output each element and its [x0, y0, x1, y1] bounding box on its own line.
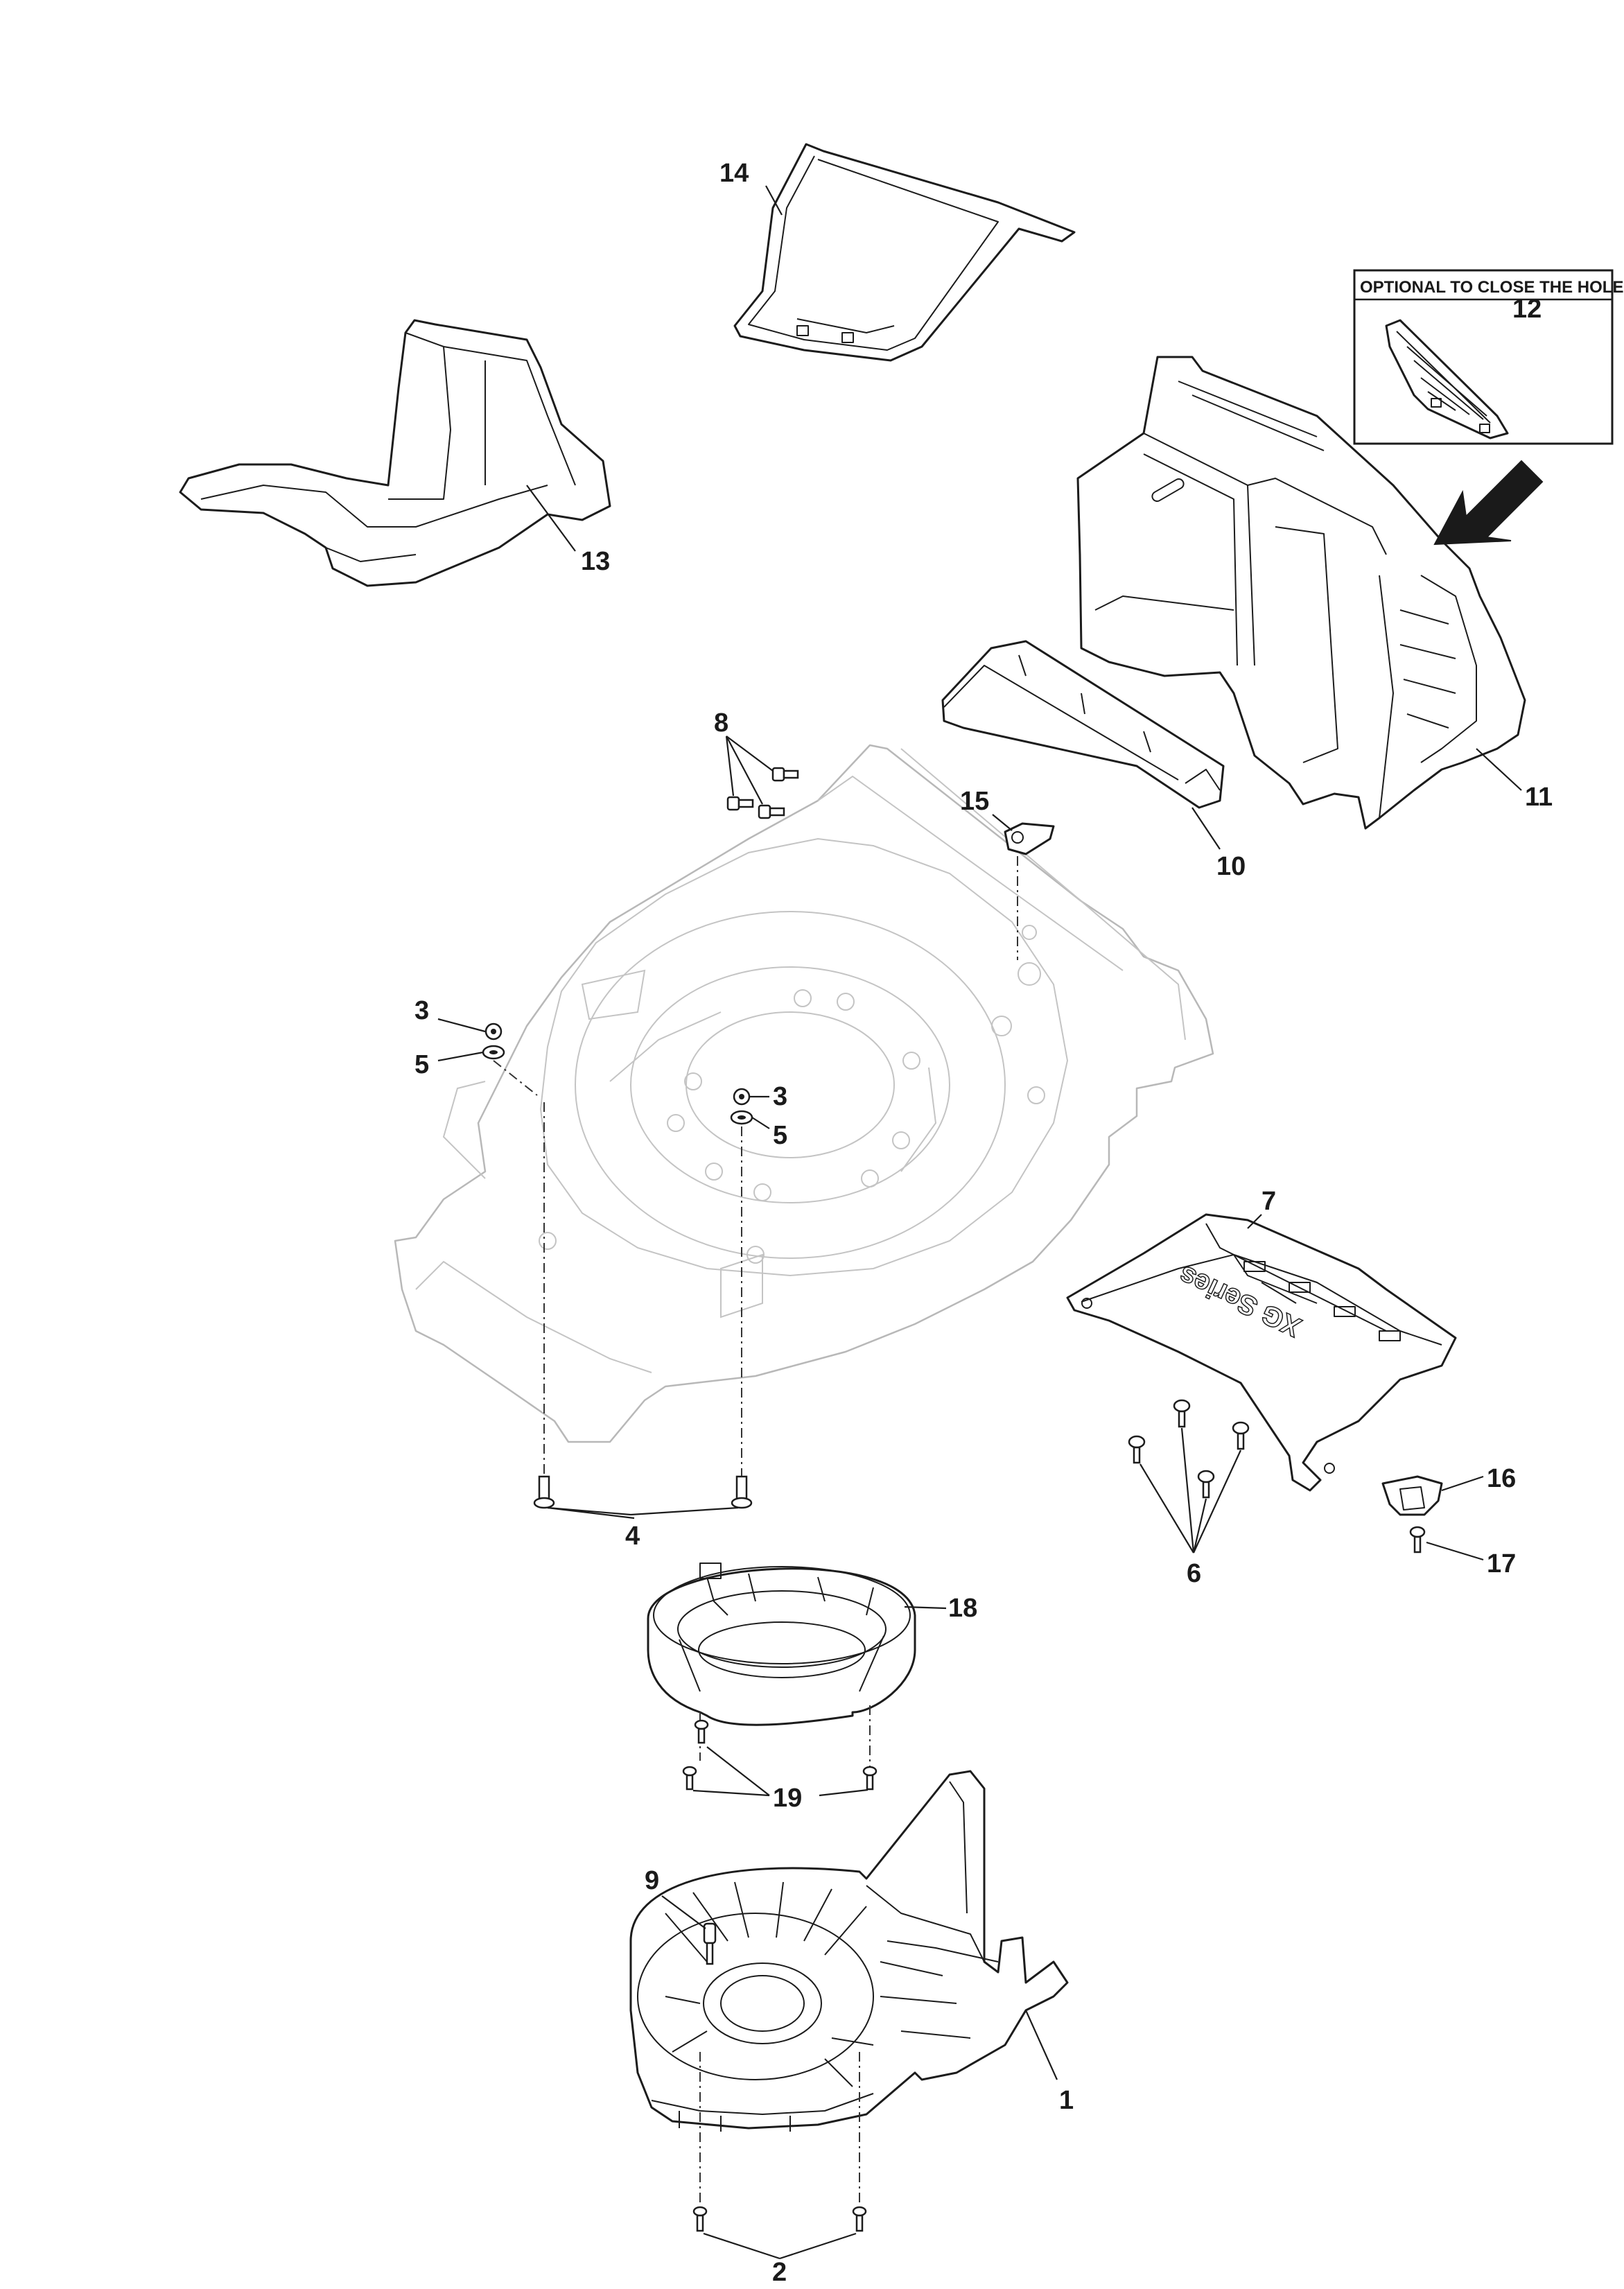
leader-17 [1426, 1541, 1484, 1561]
callout-7: 7 [1261, 1187, 1276, 1216]
callout-13: 13 [581, 547, 610, 576]
callout-12: 12 [1512, 295, 1542, 324]
leader-8c [726, 736, 763, 805]
nut-3-left [484, 1022, 503, 1041]
part-18-ring-housing [647, 1563, 916, 1726]
leader-16 [1441, 1475, 1484, 1492]
dash-left-upper [493, 1060, 538, 1096]
note-title: OPTIONAL TO CLOSE THE HOLE [1360, 278, 1623, 297]
screw-2b [852, 2206, 867, 2232]
screw-19a [694, 1719, 709, 1744]
part-15-clip [1004, 822, 1055, 855]
leader-19c [819, 1788, 868, 1797]
optional-note-box: OPTIONAL TO CLOSE THE HOLE 12 [1353, 269, 1623, 445]
leader-8a [726, 736, 774, 772]
callout-6: 6 [1187, 1559, 1201, 1588]
screw-6b [1128, 1435, 1146, 1464]
screw-6c [1232, 1421, 1250, 1450]
screw-6d [1197, 1470, 1215, 1499]
part-14-discharge-chute [733, 143, 1076, 362]
callout-17: 17 [1487, 1549, 1516, 1578]
callout-4: 4 [625, 1522, 640, 1551]
washer-5-center [730, 1110, 753, 1125]
insert-direction-arrow [1433, 460, 1544, 546]
washer-5-left [482, 1045, 505, 1060]
leader-2b [779, 2232, 857, 2260]
leader-11 [1476, 748, 1522, 791]
leader-5-center [751, 1117, 770, 1129]
mower-deck-ghost [394, 744, 1214, 1443]
callout-5-left: 5 [414, 1050, 429, 1079]
part-13-rear-flap [179, 319, 611, 587]
callout-16: 16 [1487, 1464, 1516, 1493]
leader-2a [703, 2232, 780, 2260]
screw-8a [771, 767, 799, 782]
screw-2a [692, 2206, 708, 2232]
leader-4-right [630, 1506, 739, 1516]
part-19-screws [682, 1719, 878, 1791]
callout-2: 2 [772, 2258, 787, 2287]
part-12-hole-cover [1385, 319, 1509, 439]
callout-5-center: 5 [773, 1121, 787, 1150]
part-11-grass-bag-frame [1076, 356, 1526, 830]
callout-19: 19 [773, 1784, 802, 1813]
callout-3-center: 3 [773, 1082, 787, 1111]
leader-8b [725, 736, 735, 797]
part-6-screws [1128, 1399, 1250, 1499]
part-7-skid-plate: XG Series [1066, 1213, 1457, 1492]
callout-14: 14 [719, 159, 749, 188]
callout-18: 18 [948, 1594, 977, 1623]
part-4-bolt-right [731, 1475, 753, 1509]
screw-19b [682, 1766, 697, 1791]
callout-9: 9 [645, 1866, 659, 1895]
part-1-deflector-housing [629, 1770, 1069, 2132]
screw-19c [862, 1766, 878, 1791]
leader-10 [1191, 807, 1221, 850]
leader-3-left [437, 1018, 486, 1033]
callout-15: 15 [960, 787, 989, 816]
leader-4-a [547, 1506, 635, 1520]
part-2-screws [692, 2206, 867, 2232]
screw-8b [726, 796, 754, 811]
leader-1 [1024, 2010, 1058, 2080]
leader-15 [992, 814, 1013, 831]
leader-6b [1180, 1427, 1195, 1553]
nut-3-center [733, 1088, 751, 1106]
screw-6a [1173, 1399, 1191, 1428]
part-9-pin [703, 1922, 717, 1965]
leader-6d [1193, 1450, 1241, 1553]
leader-6a [1140, 1463, 1194, 1553]
leader-14 [765, 185, 783, 216]
leader-19b [692, 1789, 770, 1797]
leader-19a [706, 1746, 770, 1796]
leader-18 [904, 1605, 947, 1610]
callout-1: 1 [1059, 2086, 1074, 2115]
leader-5-left [437, 1051, 484, 1062]
callout-11: 11 [1525, 783, 1553, 812]
part-4-bolt-left [533, 1475, 555, 1509]
leader-13 [526, 485, 576, 552]
part-10-cover [941, 640, 1225, 809]
callout-10: 10 [1216, 852, 1246, 881]
leader-6c [1192, 1498, 1207, 1553]
leader-7 [1247, 1214, 1262, 1229]
leader-9 [661, 1895, 706, 1929]
callout-3-left: 3 [414, 996, 429, 1025]
callout-8: 8 [714, 708, 728, 738]
screw-8c [758, 804, 785, 819]
part-17-screw [1409, 1526, 1426, 1553]
part-8-screws [726, 767, 799, 819]
part-16-cap [1381, 1475, 1443, 1516]
